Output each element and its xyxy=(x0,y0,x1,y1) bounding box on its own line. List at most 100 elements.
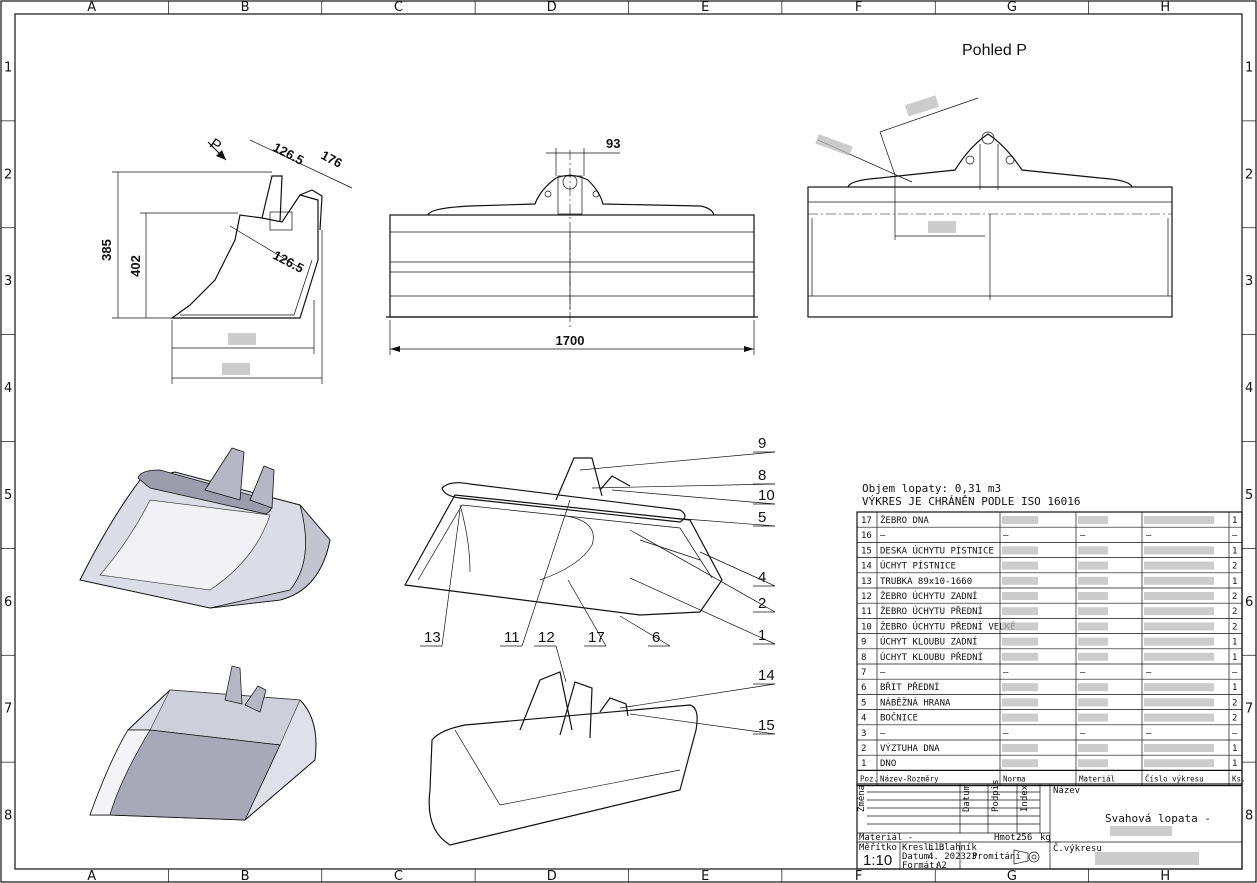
bom-pos: 5 xyxy=(861,698,866,708)
tb-format: A2 xyxy=(936,861,947,871)
tb-name: Svahová lopata - xyxy=(1105,812,1211,825)
callout-6: 6 xyxy=(652,629,660,646)
tb-drawing-no-label: Č.výkresu xyxy=(1053,842,1102,854)
zone-col-F-top: F xyxy=(855,0,862,15)
zone-row-2-right: 2 xyxy=(1245,167,1253,182)
isometric-view-2 xyxy=(89,665,317,821)
bom-pos: 13 xyxy=(861,577,872,587)
svg-text:–: – xyxy=(1003,729,1009,739)
dim-a: 126.5 xyxy=(271,139,307,168)
bom-qty: 2 xyxy=(1232,698,1237,708)
zone-col-H-top: H xyxy=(1160,0,1170,15)
front-view: 1700 93 xyxy=(386,136,758,355)
zone-row-1-right: 1 xyxy=(1245,60,1253,75)
zone-col-G-top: G xyxy=(1007,0,1017,15)
title-block: Změna Datum Podpis Index Název Svahová l… xyxy=(856,779,1243,871)
zone-col-A-top: A xyxy=(87,0,96,15)
zone-row-4-left: 4 xyxy=(4,381,12,396)
tb-podpis: Podpis xyxy=(991,779,1001,812)
zone-col-H-bottom: H xyxy=(1160,869,1170,883)
assembly-line-view-2 xyxy=(428,671,698,846)
bom-qty: 2 xyxy=(1232,622,1237,632)
svg-text:–: – xyxy=(1146,729,1152,739)
bom-pos: 17 xyxy=(861,516,872,526)
tb-mass-unit: kg xyxy=(1040,833,1051,843)
tb-material: Materiál - xyxy=(859,833,913,843)
dim-b: 176 xyxy=(319,147,345,170)
bom-qty: 1 xyxy=(1232,546,1237,556)
callout-8: 8 xyxy=(758,467,766,484)
bom-qty: 1 xyxy=(1232,653,1237,663)
isometric-view-1 xyxy=(79,447,331,609)
zone-col-F-bottom: F xyxy=(855,869,862,883)
bom-header: Poz. xyxy=(860,774,878,783)
zone-col-G-bottom: G xyxy=(1007,869,1017,883)
dim-top-gap: 93 xyxy=(606,136,620,151)
zone-row-8-right: 8 xyxy=(1245,809,1253,824)
bom-pos: 2 xyxy=(861,744,866,754)
callout-15: 15 xyxy=(758,717,775,734)
view-title: Pohled P xyxy=(962,42,1027,59)
callout-12: 12 xyxy=(538,629,555,646)
zone-row-3-left: 3 xyxy=(4,274,12,289)
zone-col-D-bottom: D xyxy=(547,869,557,883)
bom-qty: – xyxy=(1232,531,1238,541)
zone-row-7-left: 7 xyxy=(4,702,12,717)
callout-9: 9 xyxy=(758,435,766,452)
bom-header: Název-Rozměry xyxy=(880,774,939,783)
bom-name: – xyxy=(880,668,886,678)
tb-mass: 256 xyxy=(1016,833,1032,843)
tb-datum: Datum xyxy=(962,785,972,812)
bom-qty: 2 xyxy=(1232,607,1237,617)
bom-qty: 1 xyxy=(1232,683,1237,693)
zone-row-4-right: 4 xyxy=(1245,381,1253,396)
tb-date-label: Datum: xyxy=(902,852,935,862)
bom-pos: 10 xyxy=(861,622,872,632)
bom-qty: 1 xyxy=(1232,516,1237,526)
tb-drew: L.Blahník xyxy=(928,843,977,853)
callout-2: 2 xyxy=(758,595,766,612)
bom-name: ÚCHYT KLOUBU ZADNÍ xyxy=(880,636,978,648)
bom-qty: 2 xyxy=(1232,592,1237,602)
bom-pos: 16 xyxy=(861,531,872,541)
svg-text:–: – xyxy=(1146,531,1152,541)
bom-name: BOČNICE xyxy=(880,712,918,724)
bom-name: TRUBKA 89x10-1660 xyxy=(880,577,972,587)
tb-date: 4. 202323 xyxy=(928,852,977,862)
bom-qty: – xyxy=(1232,729,1238,739)
bom-pos: 8 xyxy=(861,653,866,663)
bom-name: DESKA ÚCHYTU PÍSTNICE xyxy=(880,544,994,556)
tb-zmena: Změna xyxy=(857,785,867,812)
tb-scale: 1:10 xyxy=(863,852,892,869)
bom-name: BŘIT PŘEDNÍ xyxy=(880,681,940,693)
bom-header: Číslo výkresu xyxy=(1145,774,1204,783)
dim-width: 1700 xyxy=(556,333,585,348)
zone-row-8-left: 8 xyxy=(4,809,12,824)
callout-11: 11 xyxy=(504,629,520,646)
zone-col-B-top: B xyxy=(241,0,250,15)
assembly-line-view-1 xyxy=(404,457,723,616)
svg-text:–: – xyxy=(1003,668,1009,678)
callout-1: 1 xyxy=(758,627,766,644)
tb-index: Index xyxy=(1020,784,1030,812)
volume-note: Objem lopaty: 0,31 m3 xyxy=(862,482,1001,495)
bom-name: ÚCHYT KLOUBU PŘEDNÍ xyxy=(880,651,983,663)
zone-col-C-bottom: C xyxy=(394,869,403,883)
tb-nazev-label: Název xyxy=(1053,786,1080,796)
svg-text:–: – xyxy=(1080,531,1086,541)
zone-col-A-bottom: A xyxy=(87,869,96,883)
bom-qty: 1 xyxy=(1232,744,1237,754)
bom-pos: 6 xyxy=(861,683,866,693)
dim-height-mid: 402 xyxy=(128,255,143,277)
zone-row-6-left: 6 xyxy=(4,595,12,610)
side-view: 385 402 126.5 176 126.5 P xyxy=(99,135,353,384)
view-p xyxy=(807,95,1173,318)
bom-pos: 1 xyxy=(861,759,866,769)
projection-symbol-icon xyxy=(1013,849,1040,865)
callout-10: 10 xyxy=(758,487,775,504)
zone-col-B-bottom: B xyxy=(241,869,250,883)
bom-qty: 2 xyxy=(1232,562,1237,572)
bom-header: Ks. xyxy=(1232,774,1246,783)
